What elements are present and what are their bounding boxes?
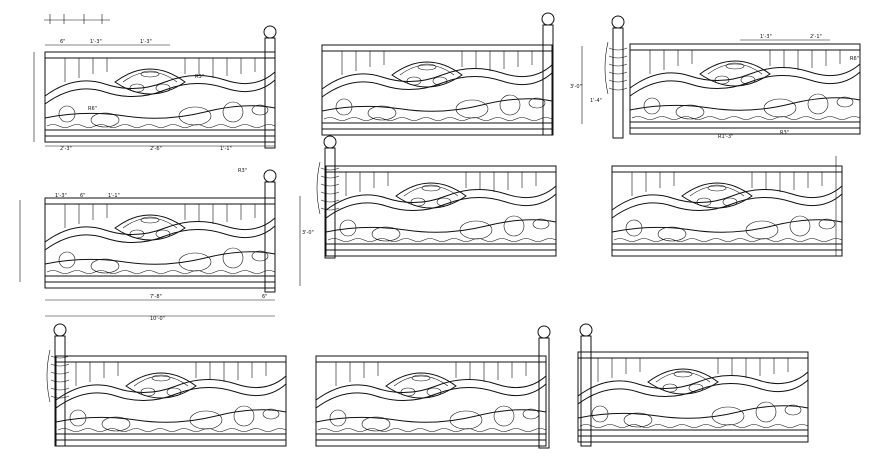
railing-panel-2 [321, 12, 555, 136]
dim-tick-marks [44, 14, 110, 24]
dim-label: 2'-6" [150, 146, 162, 152]
dim-label: 1'-3" [55, 193, 67, 199]
callout-label: R3" [780, 130, 789, 136]
railing-panel-6 [611, 156, 843, 257]
railing-panel-8 [315, 325, 551, 449]
dim-label: 3'-0" [570, 84, 582, 90]
callout-label: R6" [850, 56, 859, 62]
dim-label: 1'-3" [90, 39, 102, 45]
dim-label: 1'-1" [108, 193, 120, 199]
dim-label: 10'-0" [150, 316, 165, 322]
dim-label: 7'-8" [150, 294, 162, 300]
dim-label: 6" [262, 294, 267, 300]
railing-panel-3: 1'-3" 2'-1" 3'-0" 1'-4" R1'-3" R6" R3" [570, 15, 861, 140]
railing-panel-9 [577, 323, 809, 447]
railing-panel-5 [316, 135, 557, 259]
railing-panel-7 [46, 323, 287, 447]
railing-panel-1: 2'-3" 1'-3" 6" 1'-3" 2'-6" 1'-1" R3" R6" [33, 14, 277, 152]
dim-label: 1'-1" [220, 146, 232, 152]
callout-label: R3" [238, 168, 247, 174]
dim-label: 6" [80, 193, 85, 199]
callout-label: R3" [195, 74, 204, 80]
callout-label: R6" [88, 106, 97, 112]
dim-label: 1'-3" [140, 39, 152, 45]
dim-label: 1'-4" [590, 98, 602, 104]
dim-label: 3'-0" [302, 230, 314, 236]
dim-label: 1'-3" [760, 34, 772, 40]
railing-panel-4: 1'-3" 6" 1'-1" 3'-0" 7'-8" 6" 10'-0" R3" [19, 168, 314, 322]
dim-label: 2'-1" [810, 34, 822, 40]
callout-label: R1'-3" [718, 134, 733, 140]
dim-label: 2'-3" [60, 146, 72, 152]
dim-label: 6" [60, 39, 65, 45]
